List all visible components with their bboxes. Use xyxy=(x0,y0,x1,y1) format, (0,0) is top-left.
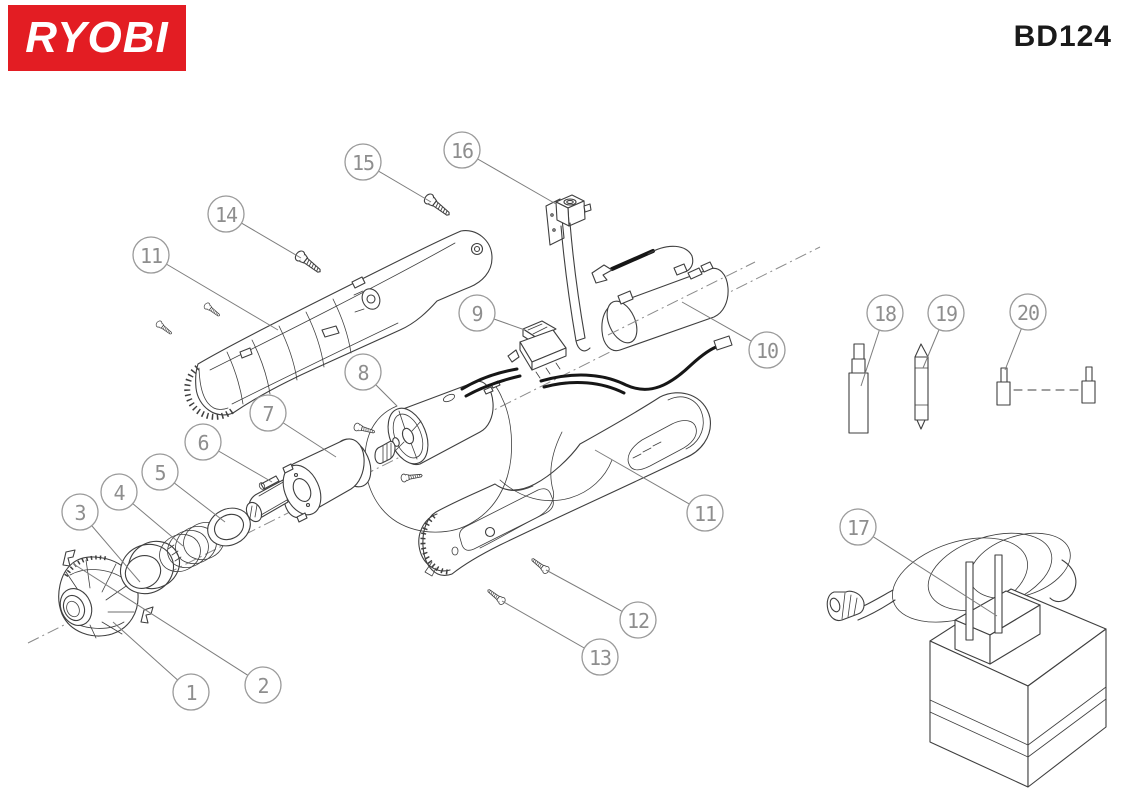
callout-circle-11-11 xyxy=(686,494,724,532)
callout-number-5-4: 5 xyxy=(154,461,165,485)
callout-circle-15-15 xyxy=(344,143,382,181)
callout-circle-16-16 xyxy=(443,131,481,169)
callout-circle-17-17 xyxy=(839,508,877,546)
motor xyxy=(352,380,501,483)
battery-cell xyxy=(601,261,756,352)
callout-number-11-10: 11 xyxy=(140,244,162,268)
charger-prong xyxy=(994,554,1003,634)
callout-number-13-13: 13 xyxy=(589,646,611,670)
callout-circle-7-6 xyxy=(249,394,287,432)
callout-circle-2-1 xyxy=(244,666,282,704)
callout-number-4-3: 4 xyxy=(113,481,125,505)
callout-number-1-0: 1 xyxy=(185,681,196,705)
upper-housing-half xyxy=(184,230,493,420)
callout-number-3-2: 3 xyxy=(74,501,85,525)
charger xyxy=(826,532,1107,788)
callout-number-20-20: 20 xyxy=(1017,301,1039,325)
callout-circle-8-7 xyxy=(344,353,382,391)
clip-part-2 xyxy=(140,606,154,624)
motor-switch-wires xyxy=(460,335,733,398)
callout-circle-6-5 xyxy=(184,423,222,461)
model-number: BD124 xyxy=(1013,20,1112,53)
callout-leader-11-10 xyxy=(150,254,279,331)
callout-number-17-17: 17 xyxy=(847,516,869,540)
callout-circle-9-8 xyxy=(458,294,496,332)
bit-holder-18 xyxy=(848,343,869,434)
charger-cord-connector xyxy=(826,590,865,622)
callout-number-12-12: 12 xyxy=(627,609,649,633)
screwdriver-bit-19 xyxy=(914,343,929,430)
bit-pair-20 xyxy=(996,366,1096,406)
housing-screw-small-left xyxy=(154,301,222,337)
callout-number-9-8: 9 xyxy=(471,302,482,326)
callout-number-7-6: 7 xyxy=(262,402,273,426)
screw-15 xyxy=(421,191,454,220)
screw-14 xyxy=(292,248,325,277)
terminal-wire-assembly xyxy=(591,245,694,284)
charger-prong xyxy=(965,561,974,641)
callout-number-10-9: 10 xyxy=(756,339,778,363)
screw-12 xyxy=(529,555,551,576)
belt-clip-bracket xyxy=(545,194,592,352)
callout-leader-11-11 xyxy=(594,449,706,514)
callout-number-8-7: 8 xyxy=(357,361,368,385)
callout-leader-2-1 xyxy=(71,562,264,686)
callout-circle-20-20 xyxy=(1009,293,1047,331)
callout-circle-10-9 xyxy=(748,331,786,369)
clip-top xyxy=(62,549,76,567)
gearbox-assembly xyxy=(245,438,372,523)
callout-circle-12-12 xyxy=(619,601,657,639)
callout-circle-1-0 xyxy=(172,673,210,711)
callout-circle-18-18 xyxy=(866,294,904,332)
callout-number-18-18: 18 xyxy=(874,302,896,326)
callout-circle-14-14 xyxy=(207,195,245,233)
ryobi-logo: RYOBI xyxy=(8,5,186,71)
callout-leader-17-17 xyxy=(857,526,998,617)
callout-number-11-11: 11 xyxy=(694,502,716,526)
callout-circle-13-13 xyxy=(581,638,619,676)
pin xyxy=(258,475,280,490)
callout-circle-19-19 xyxy=(927,294,965,332)
callout-circle-4-3 xyxy=(100,473,138,511)
screw-13 xyxy=(485,586,507,607)
switch xyxy=(507,320,567,379)
callout-number-2-1: 2 xyxy=(257,674,268,698)
callout-number-16-16: 16 xyxy=(451,139,473,163)
callout-number-14-14: 14 xyxy=(215,203,238,227)
lower-housing-half xyxy=(418,392,711,577)
callout-leader-13-13 xyxy=(501,600,601,658)
callout-number-19-19: 19 xyxy=(935,302,957,326)
callout-number-6-5: 6 xyxy=(197,431,208,455)
callout-circle-3-2 xyxy=(61,493,99,531)
callout-circle-5-4 xyxy=(141,453,179,491)
callout-circle-11-10 xyxy=(132,236,170,274)
callout-number-15-15: 15 xyxy=(352,151,374,175)
ryobi-logo-text: RYOBI xyxy=(25,13,169,62)
